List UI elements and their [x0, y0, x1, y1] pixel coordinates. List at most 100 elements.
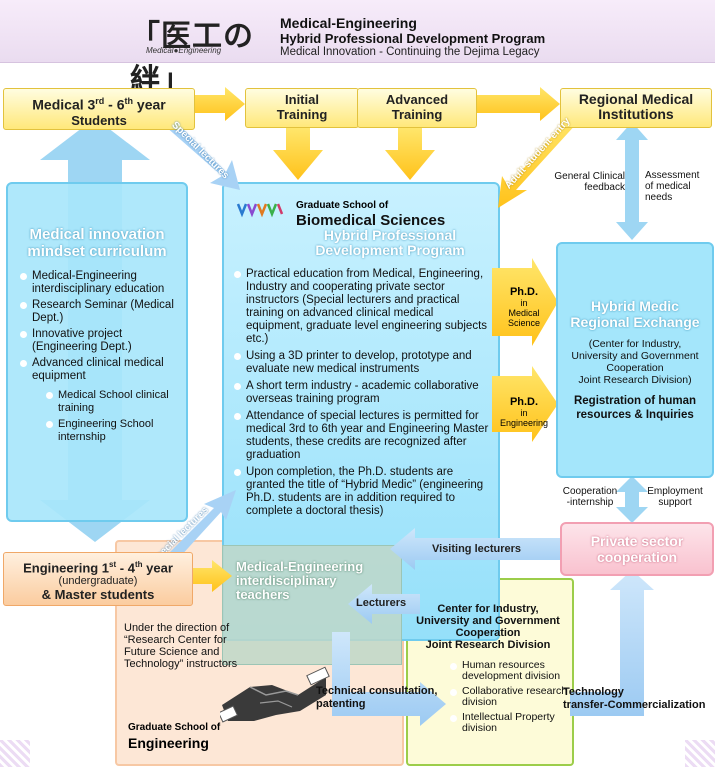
center-item: Intellectual Property division: [450, 712, 568, 734]
arrow-adult-entry: [498, 116, 578, 208]
arrow-technical-consultation: [332, 632, 446, 726]
medical-students-mid: - 6: [104, 96, 125, 113]
employment-label: Employment support: [640, 486, 710, 508]
mindset-item: Research Seminar (Medical Dept.): [20, 299, 180, 325]
eng-students-pre: Engineering 1: [23, 560, 110, 576]
direction-l2: “Research Center for: [124, 634, 227, 646]
hybrid-medic-exchange-panel: Hybrid Medic Regional Exchange (Center f…: [556, 242, 714, 478]
graduate-item: Practical education from Medical, Engine…: [234, 268, 490, 346]
handshake-icon: [220, 666, 330, 723]
phd-eng-2: in: [520, 408, 528, 418]
hybrid-reg-1: Registration of human: [573, 395, 697, 407]
arrow-advanced-down: [385, 128, 435, 180]
advanced-training-line2: Training: [391, 107, 443, 122]
grad-program-title-1: Hybrid Professional: [323, 227, 457, 243]
corner-pattern-left: [0, 740, 30, 767]
phd-med-1: Ph.D.: [509, 286, 539, 298]
header-banner: [0, 0, 715, 63]
clinical-feedback-l1: General Clinical: [554, 171, 625, 182]
eng-sup-st: st: [109, 560, 117, 569]
hybrid-title-1: Hybrid Medic: [591, 298, 679, 314]
graduate-item: A short term industry - academic collabo…: [234, 380, 490, 406]
grad-eng-label: Graduate School of: [128, 722, 221, 733]
grad-eng-name: Engineering: [128, 735, 209, 751]
grad-program-title: Hybrid Professional Development Program: [290, 228, 490, 258]
arrow-phd-engineering: [492, 366, 558, 442]
phd-med-2: in: [520, 298, 528, 308]
hybrid-reg-2: resources & Inquiries: [576, 409, 694, 421]
direction-l3: Future Science and: [124, 646, 220, 658]
medical-students-post: year: [133, 96, 166, 113]
graduate-program-list: Practical education from Medical, Engine…: [234, 268, 490, 521]
center-industry-list: Human resources development division Col…: [450, 660, 568, 737]
arrow-technology-transfer: [570, 570, 654, 716]
graduate-item: Using a 3D printer to develop, prototype…: [234, 350, 490, 376]
center-title-2: University and Government: [416, 615, 560, 627]
initial-training-line2: Training: [276, 107, 328, 122]
technology-transfer-label: Technology transfer-Commercialization: [563, 686, 705, 712]
center-title-4: Joint Research Division: [425, 639, 551, 651]
eng-sup-th: th: [134, 560, 143, 569]
center-title-1: Center for Industry,: [437, 603, 539, 615]
eng-students-mid: - 4: [116, 560, 135, 576]
arrow-vertical-right-top: [616, 122, 648, 240]
phd-medical-label: Ph.D. in Medical Science: [494, 286, 554, 328]
phd-eng-1: Ph.D.: [509, 396, 539, 408]
phd-med-3: Medical: [508, 308, 540, 318]
mindset-subitem: Engineering School internship: [46, 418, 180, 444]
sup-th: th: [124, 96, 134, 106]
grad-program-title-2: Development Program: [315, 242, 465, 258]
phd-engineering-label: Ph.D. in Engineering: [494, 396, 554, 428]
mindset-title-2: mindset curriculum: [27, 243, 167, 260]
visiting-lecturers-label: Visiting lecturers: [432, 543, 522, 555]
eng-students-line2: (undergraduate): [58, 575, 138, 588]
regional-line1: Regional Medical: [578, 91, 694, 107]
grad-school-label: Graduate School of: [296, 200, 389, 211]
technical-l2: patenting: [316, 698, 366, 710]
arrow-advanced-to-regional: [476, 87, 560, 121]
engineering-students-box: Engineering 1st - 4th year (undergraduat…: [3, 552, 193, 606]
medical-students-line2: Students: [71, 112, 127, 128]
hybrid-sub-3: Cooperation: [606, 362, 664, 374]
private-title-2: cooperation: [596, 549, 678, 565]
initial-training-line1: Initial: [285, 92, 319, 107]
phd-med-4: Science: [507, 318, 541, 328]
private-title-1: Private sector: [590, 533, 684, 549]
grad-school-name: Biomedical Sciences: [296, 212, 446, 229]
cooperation-label: Cooperation -internship: [552, 486, 628, 508]
mindset-item: Medical-Engineering interdisciplinary ed…: [20, 270, 180, 296]
teachers-title-3: teachers: [236, 587, 290, 602]
logo-subtext: Medical●Engineering: [146, 46, 222, 55]
eng-students-post: year: [142, 560, 173, 576]
teachers-title-1: Medical-Engineering: [236, 559, 364, 574]
page-title: Medical-Engineering: [280, 15, 417, 31]
assessment-label: Assessment of medical needs: [645, 170, 699, 203]
arrow-visiting-lecturers: [390, 528, 560, 570]
phd-eng-3: Engineering: [499, 418, 549, 428]
assessment-l3: needs: [645, 192, 673, 203]
private-sector-box: Private sector cooperation: [560, 522, 714, 576]
biomedical-logo-icon: [236, 198, 286, 218]
arrow-lecturers: [348, 584, 420, 624]
center-item: Human resources development division: [450, 660, 568, 682]
arrow-initial-down: [273, 128, 323, 180]
assessment-l2: of medical: [645, 181, 691, 192]
page-subtitle: Hybrid Professional Development Program: [280, 31, 546, 46]
mindset-curriculum-panel: Medical innovation mindset curriculum Me…: [6, 182, 188, 522]
teachers-title-2: interdisciplinary: [236, 573, 337, 588]
lecturers-label: Lecturers: [356, 597, 407, 609]
direction-l4: Technology” instructors: [124, 658, 238, 670]
mindset-item: Innovative project (Engineering Dept.): [20, 328, 180, 354]
hybrid-title-2: Regional Exchange: [570, 314, 700, 330]
advanced-training-box: Advanced Training: [357, 88, 477, 128]
cooperation-l2: -internship: [566, 497, 614, 508]
cooperation-l1: Cooperation: [562, 486, 618, 497]
page-tagline: Medical Innovation - Continuing the Deji…: [280, 46, 540, 58]
technology-l1: Technology: [563, 686, 624, 698]
hybrid-sub-4: Joint Research Division): [578, 374, 692, 386]
direction-l1: Under the direction of: [124, 622, 230, 634]
program-logo: 「医工の絆」 Medical●Engineering: [130, 11, 270, 98]
initial-training-box: Initial Training: [245, 88, 359, 128]
medical-students-box: Medical 3rd - 6th year Students: [3, 88, 195, 130]
mindset-title-1: Medical innovation: [29, 226, 165, 243]
